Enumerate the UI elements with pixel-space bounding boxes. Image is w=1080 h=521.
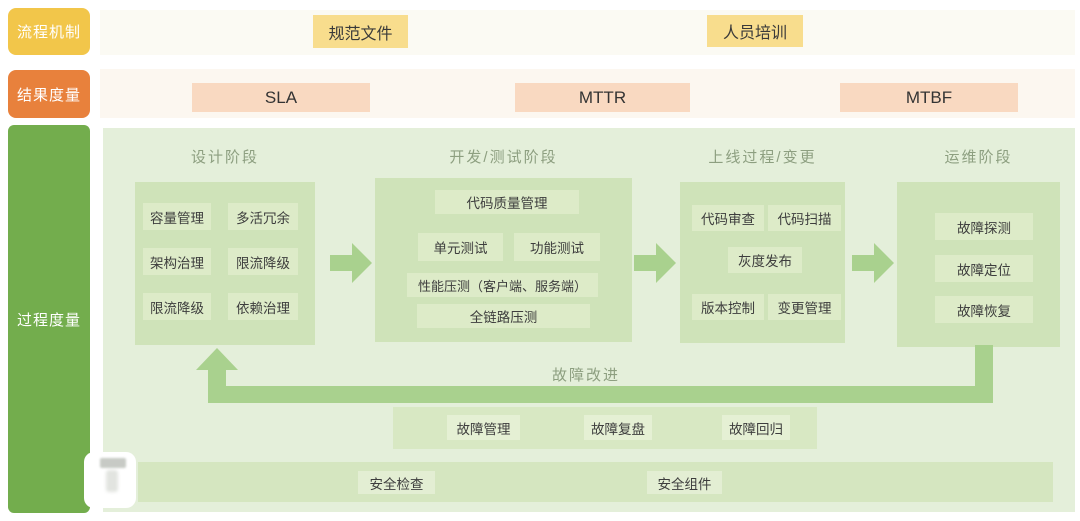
- watermark-smudge-mark: [106, 470, 118, 492]
- fault-item-management: 故障管理: [447, 415, 520, 440]
- rail-label-result: 结果度量: [8, 70, 90, 118]
- ops-item-fault-locate: 故障定位: [935, 255, 1033, 282]
- mechanism-box-spec-docs: 规范文件: [313, 15, 408, 48]
- devtest-item-unit-test: 单元测试: [418, 233, 503, 261]
- rail-label-process-text: 过程度量: [16, 311, 81, 329]
- watermark-smudge-mark: [100, 458, 126, 468]
- design-item-architecture: 架构治理: [143, 248, 211, 275]
- mechanism-box-spec-docs-text: 规范文件: [328, 25, 393, 43]
- ops-item-fault-recover: 故障恢复: [935, 296, 1033, 323]
- devtest-item-functional-test: 功能测试: [514, 233, 600, 261]
- feedback-loop-horizontal-segment: [208, 386, 993, 403]
- flow-arrow-release-to-ops-icon: [852, 243, 894, 283]
- devtest-item-perf-test: 性能压测（客户端、服务端）: [407, 273, 598, 297]
- result-box-sla: SLA: [192, 83, 370, 112]
- security-item-check: 安全检查: [358, 471, 435, 494]
- security-bar: [138, 462, 1053, 502]
- result-box-mttr-text: MTTR: [578, 87, 627, 107]
- rail-label-result-text: 结果度量: [16, 86, 81, 104]
- mechanism-row-strip: [100, 10, 1075, 55]
- flow-arrow-design-to-devtest-icon: [330, 243, 372, 283]
- release-item-code-review: 代码审查: [692, 205, 764, 231]
- rail-label-process: 过程度量: [8, 125, 90, 513]
- feedback-loop-left-segment: [208, 369, 226, 388]
- mechanism-box-training-text: 人员培训: [722, 25, 787, 42]
- design-item-capacity: 容量管理: [143, 203, 211, 230]
- release-item-version-control: 版本控制: [692, 294, 764, 320]
- design-item-redundancy: 多活冗余: [228, 203, 298, 230]
- result-box-sla-text: SLA: [264, 87, 298, 107]
- fault-item-regression: 故障回归: [722, 415, 790, 440]
- fault-item-postmortem: 故障复盘: [584, 415, 652, 440]
- feedback-loop-label: 故障改进: [551, 367, 620, 384]
- feedback-loop-arrowhead-icon: [196, 348, 238, 370]
- result-box-mtbf-text: MTBF: [905, 87, 953, 107]
- release-item-change-mgmt: 变更管理: [768, 294, 841, 320]
- devtest-item-fulllink-test: 全链路压测: [417, 304, 590, 328]
- ops-item-fault-detect: 故障探测: [935, 213, 1033, 240]
- mechanism-box-training: 人员培训: [707, 15, 803, 47]
- rail-label-mechanism: 流程机制: [8, 8, 90, 55]
- flow-arrow-devtest-to-release-icon: [634, 243, 676, 283]
- rail-label-mechanism-text: 流程机制: [16, 24, 81, 41]
- design-item-throttle-2: 限流降级: [143, 293, 211, 320]
- phase-title-design: 设计阶段: [190, 148, 259, 166]
- release-item-gray-release: 灰度发布: [728, 247, 802, 273]
- devtest-item-code-quality: 代码质量管理: [435, 190, 579, 214]
- security-item-component: 安全组件: [647, 471, 722, 494]
- phase-title-release: 上线过程/变更: [708, 148, 817, 166]
- result-box-mtbf: MTBF: [840, 83, 1018, 112]
- design-item-throttle-1: 限流降级: [228, 248, 298, 275]
- feedback-loop-right-segment: [975, 345, 993, 388]
- result-box-mttr: MTTR: [515, 83, 690, 112]
- release-item-code-scan: 代码扫描: [768, 205, 841, 231]
- phase-title-ops: 运维阶段: [944, 148, 1013, 166]
- design-item-dependency: 依赖治理: [228, 293, 298, 320]
- phase-title-dev-test: 开发/测试阶段: [449, 148, 558, 166]
